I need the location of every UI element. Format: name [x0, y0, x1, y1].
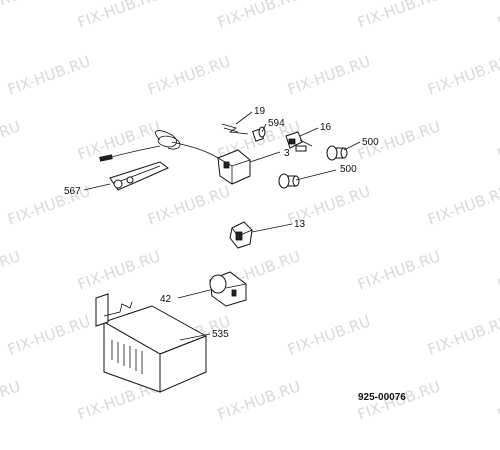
- switch-part: [285, 131, 313, 152]
- knob-upper-part: [326, 145, 348, 161]
- watermark-text: FIX-HUB.RU: [0, 0, 23, 32]
- label-535: 535: [212, 329, 229, 340]
- bushing-part: [252, 126, 266, 142]
- label-500-lower: 500: [340, 164, 357, 175]
- watermark-text: FIX-HUB.RU: [0, 117, 23, 164]
- knob-lower-part: [278, 173, 300, 189]
- watermark-text: FIX-HUB.RU: [285, 312, 373, 359]
- watermark-text: FIX-HUB.RU: [75, 117, 163, 164]
- diagram-code: 925-00076: [358, 392, 406, 403]
- watermark-text: FIX-HUB.RU: [215, 0, 303, 32]
- watermark-text: FIX-HUB.RU: [145, 182, 233, 229]
- label-13: 13: [294, 219, 306, 230]
- watermark-text: FIX-HUB.RU: [215, 377, 303, 424]
- label-594: 594: [268, 118, 285, 129]
- label-16: 16: [320, 122, 332, 133]
- watermark-text: FIX-HUB.RU: [75, 247, 163, 294]
- watermark-text: FIX-HUB.RU: [145, 52, 233, 99]
- clip-part: [221, 123, 249, 135]
- watermark-text: FIX-HUB.RU: [425, 52, 500, 99]
- label-500-upper: 500: [362, 137, 379, 148]
- watermark-text: FIX-HUB.RU: [5, 52, 93, 99]
- watermark-text: FIX-HUB.RU: [0, 377, 23, 424]
- watermark-text: FIX-HUB.RU: [495, 247, 500, 294]
- watermark-text: FIX-HUB.RU: [495, 0, 500, 32]
- watermark-text: FIX-HUB.RU: [0, 247, 23, 294]
- label-567: 567: [64, 186, 81, 197]
- label-42: 42: [160, 294, 172, 305]
- watermark-text: FIX-HUB.RU: [495, 117, 500, 164]
- watermark-text: FIX-HUB.RU: [355, 247, 443, 294]
- watermark-text: FIX-HUB.RU: [75, 0, 163, 32]
- watermark-text: FIX-HUB.RU: [425, 182, 500, 229]
- watermark-text: FIX-HUB.RU: [495, 377, 500, 424]
- callouts: 19 594 16 3 500 500 567 13 42 535: [64, 106, 379, 341]
- watermark-layer: FIX-HUB.RU FIX-HUB.RU FIX-HUB.RU FIX-HUB.RU…: [0, 0, 500, 424]
- watermark-text: FIX-HUB.RU: [5, 312, 93, 359]
- lamp-cover-part: [95, 293, 208, 393]
- watermark-text: FIX-HUB.RU: [285, 52, 373, 99]
- label-19: 19: [254, 106, 266, 117]
- lamp-socket-part: [229, 221, 253, 249]
- watermark-text: FIX-HUB.RU: [425, 312, 500, 359]
- thermostat-body-part: [217, 149, 251, 185]
- label-3: 3: [284, 148, 290, 159]
- lamp-holder-part: [209, 271, 247, 307]
- watermark-text: FIX-HUB.RU: [355, 0, 443, 32]
- thermostat-capillary-part: [99, 130, 219, 191]
